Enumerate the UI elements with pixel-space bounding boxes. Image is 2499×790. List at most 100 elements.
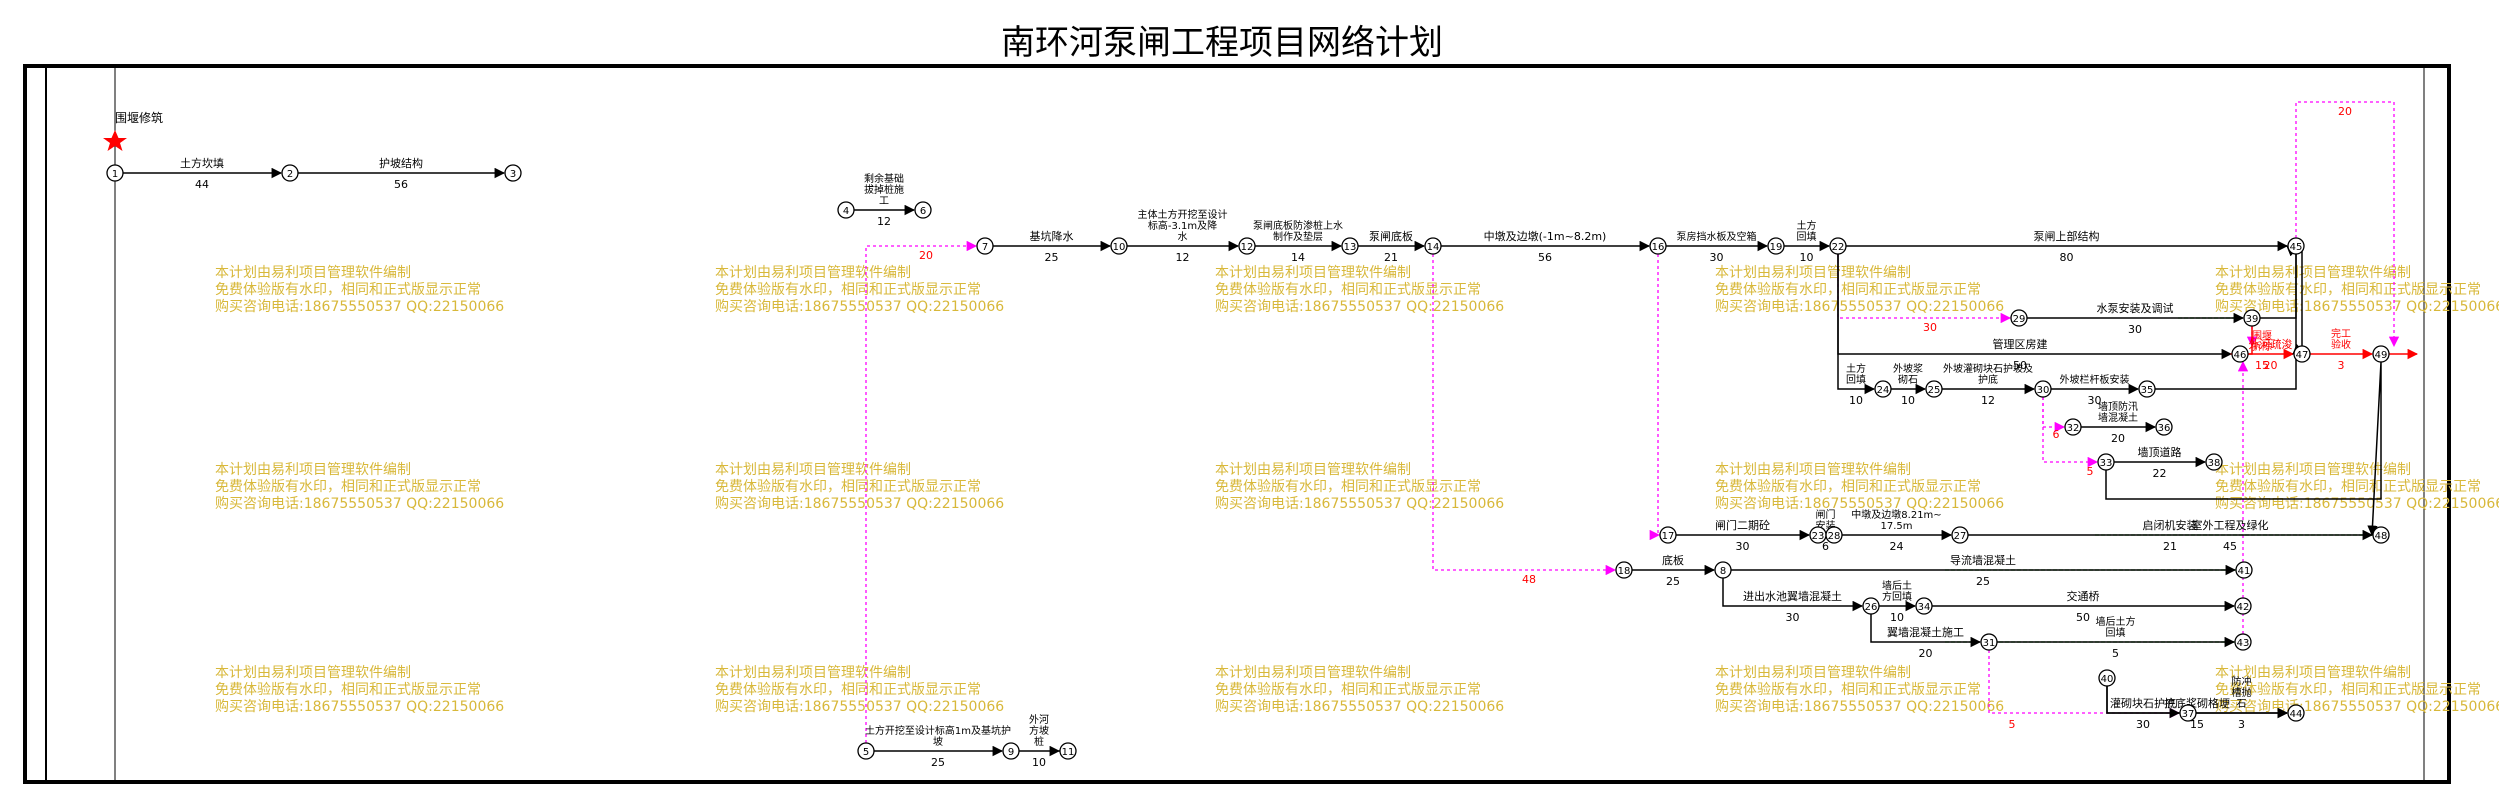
- svg-text:9: 9: [1008, 747, 1014, 758]
- activity-duration: 25: [1045, 251, 1059, 264]
- watermark-text: 本计划由易利项目管理软件编制: [2215, 265, 2411, 281]
- watermark-text: 本计划由易利项目管理软件编制: [715, 265, 911, 281]
- watermark-text: 本计划由易利项目管理软件编制: [2215, 462, 2411, 478]
- activity-name: 交通桥: [2067, 589, 2100, 603]
- event-node-11: 11: [1059, 742, 1077, 760]
- watermark-text: 购买咨询电话:18675550537 QQ:22150066: [715, 299, 1004, 315]
- svg-text:27: 27: [1954, 531, 1967, 542]
- svg-text:42: 42: [2237, 602, 2250, 613]
- activity-duration: 15: [2255, 359, 2269, 372]
- watermark-text: 购买咨询电话:18675550537 QQ:22150066: [1715, 299, 2004, 315]
- event-node-22: 22: [1829, 237, 1847, 255]
- watermark-text: 免费体验版有水印，相同和正式版显示正常: [215, 682, 481, 698]
- event-node-28: 28: [1825, 526, 1843, 544]
- activity-duration: 80: [2060, 251, 2074, 264]
- watermark-text: 免费体验版有水印，相同和正式版显示正常: [2215, 282, 2481, 298]
- activity-duration: 25: [1976, 575, 1990, 588]
- activity-duration: 25: [931, 756, 945, 769]
- activity-duration: 12: [1176, 251, 1190, 264]
- svg-text:40: 40: [2101, 674, 2114, 685]
- event-node-38: 38: [2205, 453, 2223, 471]
- activity-name: 泵房挡水板及空箱: [1677, 230, 1757, 243]
- dummy-activity: [2042, 397, 2066, 433]
- watermark-text: 免费体验版有水印，相同和正式版显示正常: [2215, 479, 2481, 495]
- activity-name: 墙顶道路: [2138, 445, 2182, 459]
- activity-name: 外坡灌砌块石护坡及: [1943, 362, 2033, 375]
- event-node-41: 41: [2235, 561, 2253, 579]
- activity-duration: 10: [1890, 611, 1904, 624]
- activity-name: 外坡栏杆板安装: [2060, 373, 2130, 386]
- event-node-42: 42: [2234, 597, 2252, 615]
- activity-duration: 21: [1384, 251, 1398, 264]
- event-node-43: 43: [2234, 633, 2252, 651]
- activity-duration: 30: [1786, 611, 1800, 624]
- watermark-text: 本计划由易利项目管理软件编制: [715, 462, 911, 478]
- svg-text:24: 24: [1877, 385, 1890, 396]
- activity-name: 泵闸底板: [1369, 229, 1413, 243]
- event-node-32: 32: [2064, 418, 2082, 436]
- event-node-16: 16: [1649, 237, 1667, 255]
- free-float-label: 6: [2053, 428, 2060, 441]
- watermark-text: 购买咨询电话:18675550537 QQ:22150066: [1715, 496, 2004, 512]
- event-node-44: 44: [2287, 704, 2305, 722]
- activity-duration: 3: [2338, 359, 2345, 372]
- svg-text:43: 43: [2237, 638, 2250, 649]
- activity-duration: 3: [2238, 718, 2245, 731]
- watermark-text: 本计划由易利项目管理软件编制: [715, 665, 911, 681]
- activity-name: 闸门二期砼: [1715, 518, 1770, 532]
- watermark-text: 免费体验版有水印，相同和正式版显示正常: [1715, 282, 1981, 298]
- event-node-49: 49: [2372, 345, 2390, 363]
- activity-name: 管理区房建: [1993, 337, 2048, 351]
- event-node-36: 36: [2155, 418, 2173, 436]
- svg-text:39: 39: [2246, 314, 2259, 325]
- activity-duration: 24: [1890, 540, 1904, 553]
- activity-duration: 21: [2163, 540, 2177, 553]
- watermark-text: 本计划由易利项目管理软件编制: [1715, 665, 1911, 681]
- activity-duration: 44: [195, 178, 209, 191]
- activity-duration: 20: [1919, 647, 1933, 660]
- activity-name: 回填: [2106, 626, 2126, 639]
- activity-name: 回填: [1797, 230, 1817, 243]
- activity-name: 进出水池翼墙混凝土: [1743, 589, 1842, 603]
- svg-text:10: 10: [1113, 242, 1126, 253]
- watermark-text: 购买咨询电话:18675550537 QQ:22150066: [215, 699, 504, 715]
- event-node-27: 27: [1951, 526, 1969, 544]
- svg-text:11: 11: [1062, 747, 1075, 758]
- activity-duration: 10: [1800, 251, 1814, 264]
- event-node-40: 40: [2098, 669, 2116, 687]
- free-float-label: 30: [1923, 321, 1937, 334]
- svg-text:18: 18: [1618, 566, 1631, 577]
- watermark-text: 购买咨询电话:18675550537 QQ:22150066: [1215, 299, 1504, 315]
- watermark-text: 购买咨询电话:18675550537 QQ:22150066: [2215, 496, 2499, 512]
- svg-text:35: 35: [2141, 385, 2154, 396]
- event-node-13: 13: [1341, 237, 1359, 255]
- watermark-layer: 本计划由易利项目管理软件编制免费体验版有水印，相同和正式版显示正常购买咨询电话:…: [215, 265, 2499, 715]
- svg-text:33: 33: [2100, 458, 2113, 469]
- activity-name: 墙后土: [1882, 579, 1912, 592]
- activity-name: 方坡: [1029, 724, 1049, 737]
- watermark-text: 免费体验版有水印，相同和正式版显示正常: [715, 682, 981, 698]
- activity-duration: 56: [394, 178, 408, 191]
- watermark-text: 免费体验版有水印，相同和正式版显示正常: [1215, 682, 1481, 698]
- svg-text:22: 22: [1832, 242, 1845, 253]
- chart-title: 南环河泵闸工程项目网络计划: [1001, 23, 1443, 63]
- event-node-1: 1: [106, 164, 124, 182]
- svg-text:1: 1: [112, 169, 118, 180]
- free-float-label: 5: [2009, 718, 2016, 731]
- free-float-label: 5: [2087, 465, 2094, 478]
- event-node-48: 48: [2372, 526, 2390, 544]
- activity-name: 土方: [1797, 219, 1817, 232]
- event-node-18: 18: [1615, 561, 1633, 579]
- activity-name: 灌砌块石护底: [2110, 696, 2176, 710]
- activity-name: 主体土方开挖至设计: [1138, 208, 1228, 221]
- svg-text:16: 16: [1652, 242, 1665, 253]
- free-float-label: 48: [1522, 573, 1536, 586]
- dummy-activity: [865, 240, 978, 743]
- watermark-text: 购买咨询电话:18675550537 QQ:22150066: [715, 699, 1004, 715]
- activity-name: 护坡结构: [379, 156, 423, 170]
- event-node-5: 5: [857, 742, 875, 760]
- svg-text:4: 4: [843, 206, 849, 217]
- activity-name: 导流墙混凝土: [1950, 553, 2016, 567]
- activity-name: 土方坎填: [180, 156, 224, 170]
- event-node-24: 24: [1874, 380, 1892, 398]
